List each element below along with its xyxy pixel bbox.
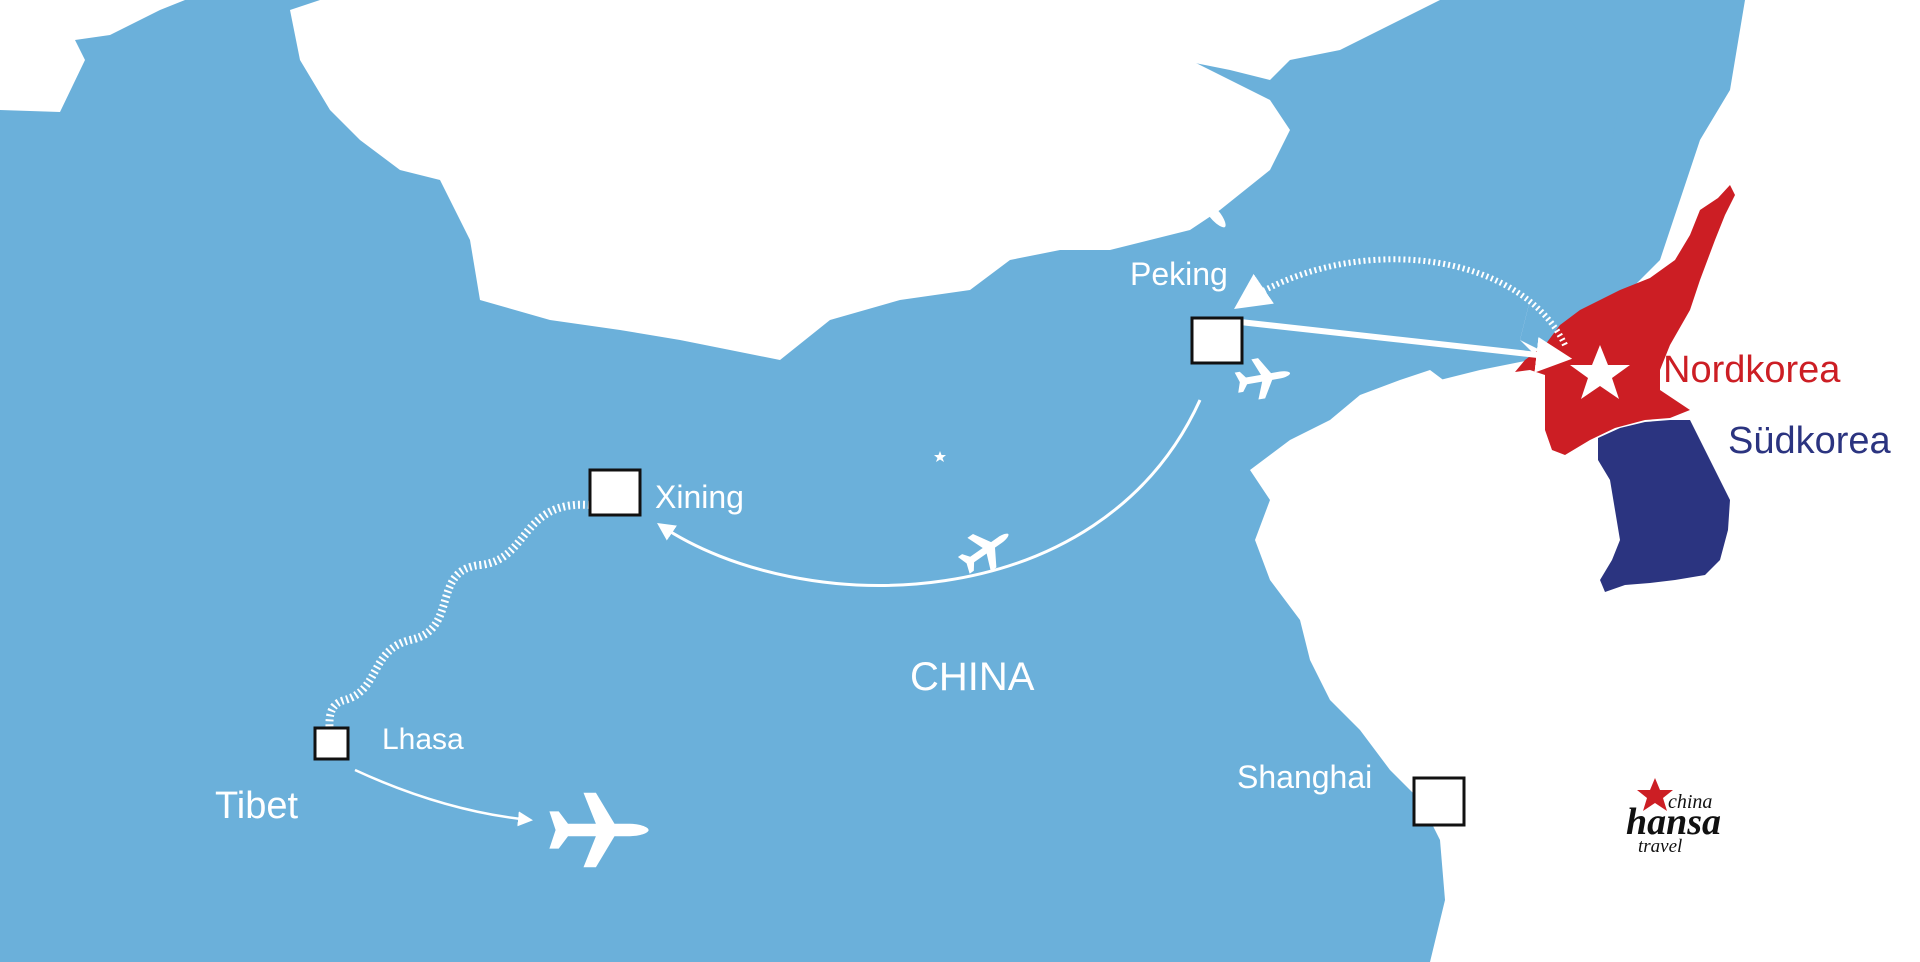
city-marker-shanghai (1412, 776, 1466, 827)
mongolia-region (290, 0, 1290, 360)
city-marker-lhasa (313, 726, 350, 761)
land-mass (0, 0, 1745, 962)
north-korea-shape (1515, 185, 1735, 455)
route-peking-nordkorea (1239, 319, 1573, 373)
area-label-tibet: Tibet (215, 785, 299, 827)
country-label-suedkorea: Südkorea (1728, 420, 1892, 462)
star-icon (1637, 778, 1673, 811)
city-label-shanghai: Shanghai (1237, 759, 1372, 795)
region-label-china: CHINA (910, 655, 1035, 699)
logo-top-text: china (1668, 791, 1712, 813)
country-label-nordkorea: Nordkorea (1663, 349, 1841, 391)
city-label-xining: Xining (655, 479, 744, 515)
city-label-peking: Peking (1130, 256, 1228, 292)
logo-bottom-text: travel (1638, 836, 1682, 857)
logo-main-text: hansa (1626, 801, 1721, 843)
coast-region (1250, 370, 1920, 962)
city-marker-peking (1190, 316, 1244, 365)
star-icon (934, 451, 946, 462)
route-peking-xining (657, 399, 1202, 587)
city-label-lhasa: Lhasa (382, 723, 464, 756)
route-nordkorea-peking (1234, 256, 1568, 347)
brand-logo: china hansa travel (1626, 778, 1721, 857)
water-bay (1520, 0, 1745, 350)
city-marker-xining (588, 468, 642, 517)
route-lhasa-out (354, 768, 533, 827)
star-icon (1570, 345, 1630, 399)
south-korea-shape (1598, 420, 1730, 592)
